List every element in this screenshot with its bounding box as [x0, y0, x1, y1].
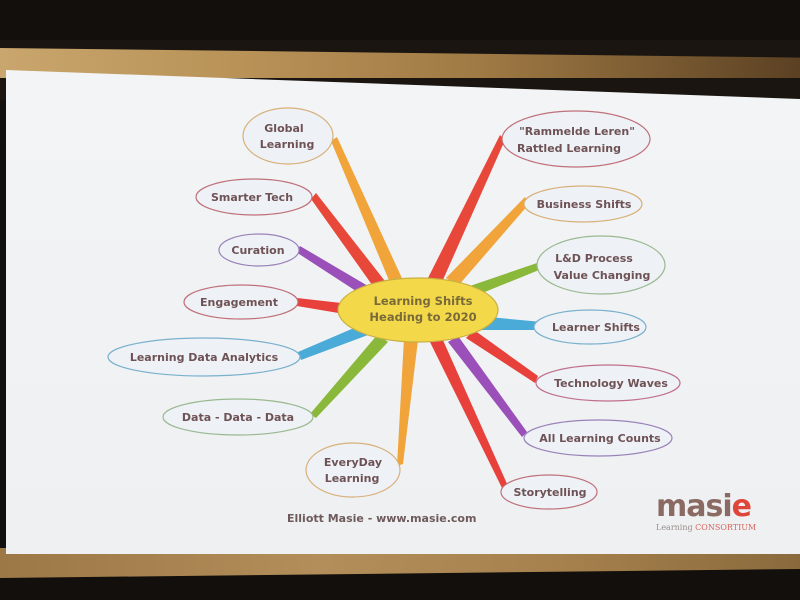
node-label-line1: Global — [264, 122, 303, 135]
node-business-shifts[interactable]: Business Shifts — [523, 185, 643, 223]
footer-credit: Elliott Masie - www.masie.com — [287, 512, 477, 525]
node-engagement[interactable]: Engagement — [183, 284, 299, 320]
node-label-line1: EveryDay — [324, 456, 382, 469]
spoke-storytelling — [430, 338, 508, 490]
logo-wordmark: masie — [656, 489, 752, 524]
node-global-learning[interactable]: Global Learning — [242, 107, 334, 165]
node-label-line2: Learning — [260, 138, 315, 151]
node-label: Data - Data - Data — [182, 411, 294, 424]
node-label-line1: L&D Process — [555, 252, 633, 265]
node-label: Business Shifts — [537, 198, 632, 211]
node-learning-data-analytics[interactable]: Learning Data Analytics — [107, 337, 301, 377]
node-ld-process[interactable]: L&D Process Value Changing — [536, 235, 666, 295]
spoke-smarter-tech — [311, 193, 392, 296]
node-label: Engagement — [200, 296, 278, 309]
spoke-everyday-learning — [397, 338, 418, 466]
node-data-data-data[interactable]: Data - Data - Data — [162, 398, 314, 436]
node-label-line2: Rattled Learning — [517, 142, 621, 155]
node-label-line2: Learning — [325, 472, 380, 485]
node-label: Storytelling — [513, 486, 586, 499]
node-label: Learning Data Analytics — [130, 351, 279, 364]
node-label: Learner Shifts — [552, 321, 640, 334]
spoke-global-learning — [331, 137, 412, 302]
node-all-learning-counts[interactable]: All Learning Counts — [523, 419, 673, 457]
spoke-data-data-data — [310, 334, 388, 418]
node-smarter-tech[interactable]: Smarter Tech — [195, 178, 313, 216]
center-node-title-line1: Learning Shifts — [374, 294, 473, 308]
node-storytelling[interactable]: Storytelling — [500, 474, 598, 510]
spoke-rammelde-leren — [428, 135, 505, 282]
node-curation[interactable]: Curation — [218, 233, 300, 267]
spoke-all-learning-counts — [448, 336, 527, 437]
spoke-technology-waves — [466, 330, 538, 383]
node-learner-shifts[interactable]: Learner Shifts — [533, 309, 647, 345]
masie-logo: masie Learning CONSORTIUM — [656, 489, 781, 533]
node-label: Curation — [231, 244, 284, 257]
center-node-title-line2: Heading to 2020 — [369, 310, 476, 324]
logo-tagline: Learning CONSORTIUM — [656, 523, 757, 532]
spoke-business-shifts — [446, 197, 529, 286]
node-label: All Learning Counts — [539, 432, 661, 445]
node-label: Smarter Tech — [211, 191, 293, 204]
node-label-line1: "Rammelde Leren" — [519, 125, 635, 138]
spoke-ld-process — [464, 263, 539, 298]
center-node[interactable]: Learning Shifts Heading to 2020 — [337, 277, 499, 343]
node-everyday-learning[interactable]: EveryDay Learning — [305, 442, 401, 498]
node-label-line2: Value Changing — [554, 269, 651, 282]
node-technology-waves[interactable]: Technology Waves — [535, 364, 681, 402]
node-rammelde-leren[interactable]: "Rammelde Leren" Rattled Learning — [501, 110, 651, 168]
spoke-learning-data-analytics — [298, 322, 376, 360]
node-label: Technology Waves — [554, 377, 668, 390]
